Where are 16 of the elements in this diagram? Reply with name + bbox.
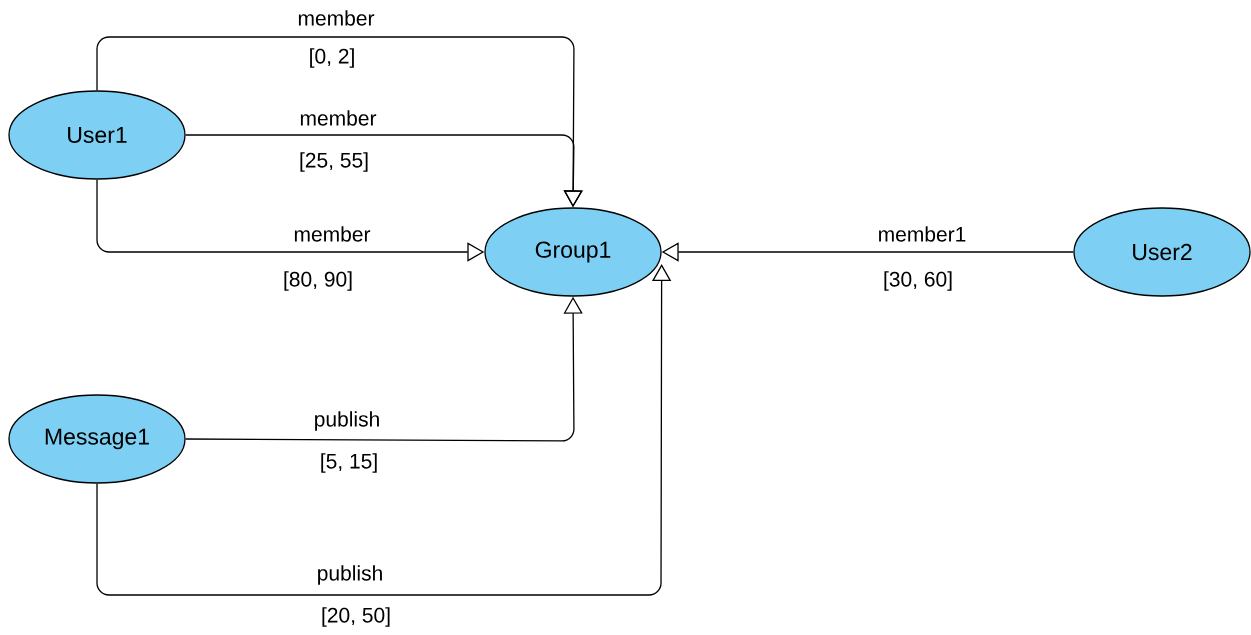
- interval-label: [25, 55]: [298, 151, 371, 173]
- ellipse-node: User1: [8, 90, 186, 180]
- interval-label: [5, 15]: [318, 452, 380, 474]
- interval-label: [0, 2]: [307, 47, 357, 69]
- interval-label: [80, 90]: [281, 270, 355, 292]
- edge-label: publish: [312, 410, 382, 432]
- ellipse-node: Group1: [484, 207, 662, 297]
- ellipse-node: Message1: [8, 394, 186, 484]
- edge-label: publish: [315, 564, 385, 586]
- edge-label: member1: [876, 225, 968, 243]
- interval-label: [30, 60]: [882, 270, 955, 292]
- edge-label: member: [292, 225, 372, 243]
- edge-label: member: [298, 109, 378, 127]
- ellipse-node: User2: [1073, 207, 1251, 297]
- edge-label: member: [296, 9, 376, 27]
- interval-label: [20, 50]: [320, 606, 393, 628]
